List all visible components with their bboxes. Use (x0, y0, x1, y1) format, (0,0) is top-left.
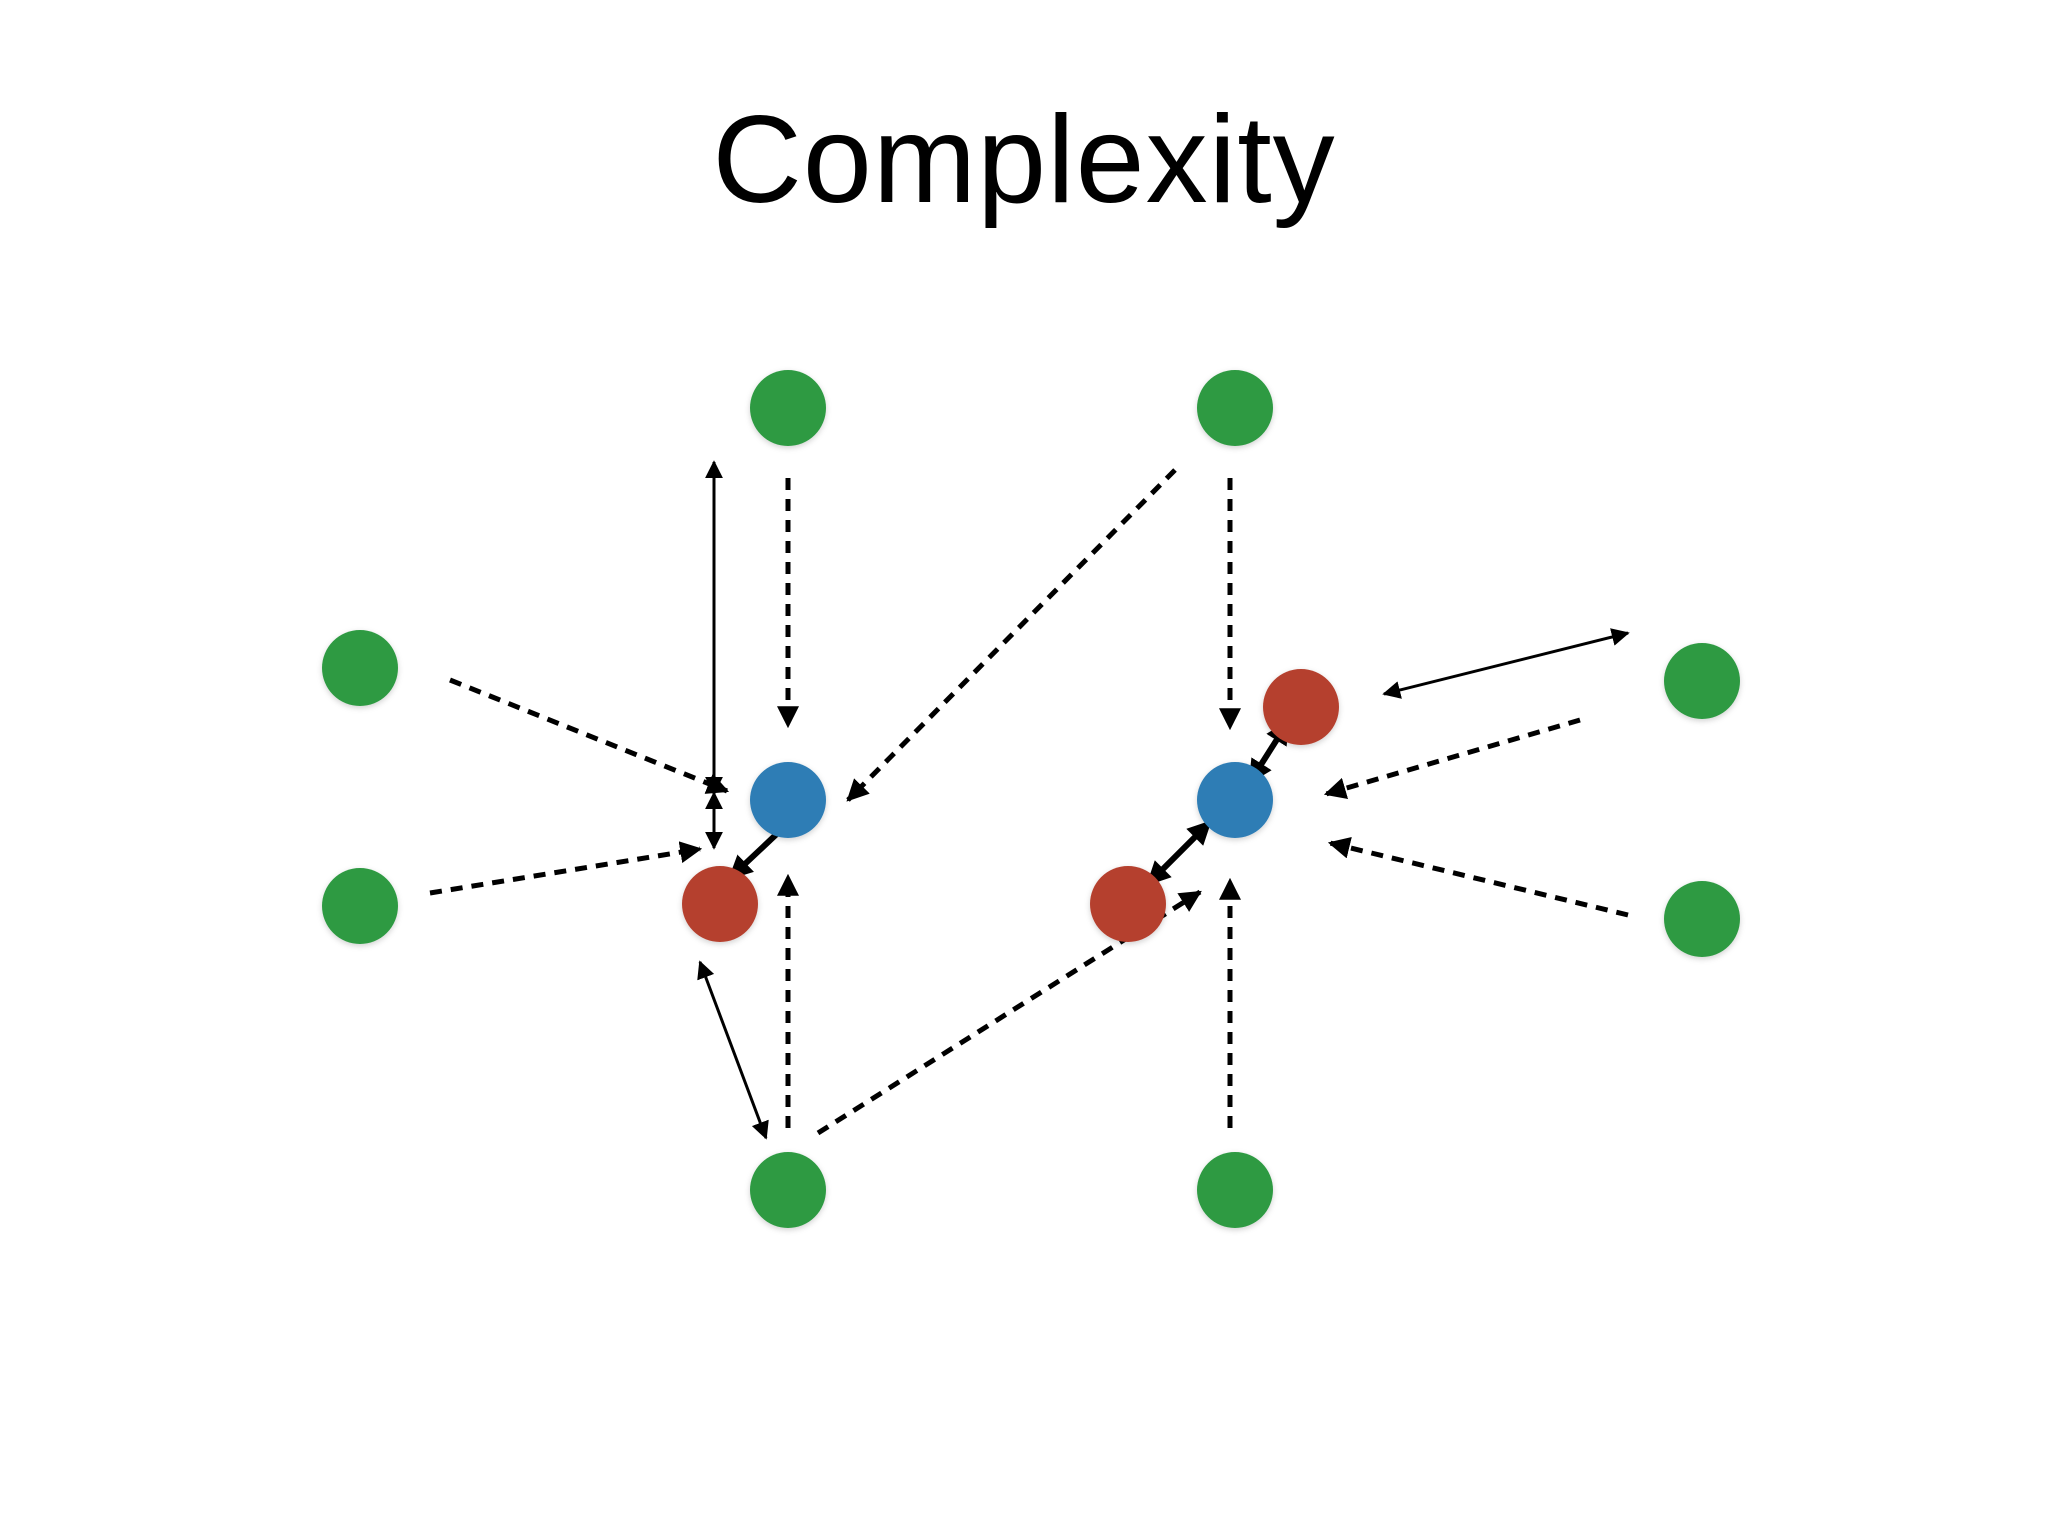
node-b-left (750, 762, 826, 838)
node-g-right-upper (1664, 643, 1740, 719)
edge-e5 (429, 841, 703, 896)
node-b-right (1197, 762, 1273, 838)
node-r-right-lower (1090, 866, 1166, 942)
edge-e7 (1327, 836, 1629, 918)
node-g-bottom-right (1197, 1152, 1273, 1228)
node-g-right-lower (1664, 881, 1740, 957)
edge-e15 (1145, 819, 1213, 887)
node-g-left-upper (322, 630, 398, 706)
edge-e2 (449, 677, 730, 794)
node-g-top-right (1197, 370, 1273, 446)
edge-e17 (1382, 628, 1630, 699)
node-r-right-upper (1263, 669, 1339, 745)
edge-e3 (846, 468, 1177, 802)
node-g-top-left (750, 370, 826, 446)
slide-title: Complexity (712, 91, 1336, 229)
node-g-bottom-left (750, 1152, 826, 1228)
node-g-left-lower (322, 868, 398, 944)
edge-e13 (697, 960, 769, 1140)
edge-e6 (1323, 717, 1581, 800)
node-r-left (682, 866, 758, 942)
